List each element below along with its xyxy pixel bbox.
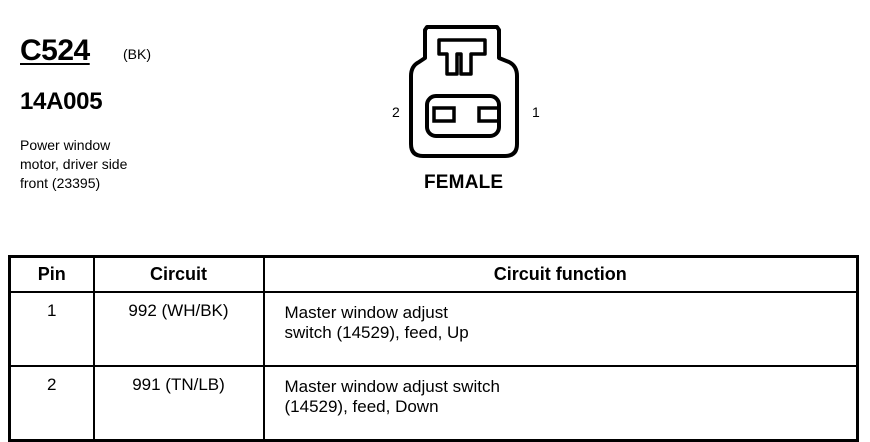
circuit-code: 991 (TN/LB)	[92, 365, 265, 442]
terminal-cavity	[425, 94, 501, 138]
connector-face-diagram	[409, 25, 519, 158]
description-line: Power window	[20, 137, 111, 153]
description-line: motor, driver side	[20, 156, 128, 172]
function-line: (14529), feed, Down	[284, 397, 439, 416]
connector-description: Power window motor, driver side front (2…	[20, 136, 170, 193]
header-circuit-function: Circuit function	[262, 255, 859, 293]
header-circuit: Circuit	[92, 255, 265, 293]
circuit-function: Master window adjust switch (14529), fee…	[262, 291, 859, 367]
description-line: front (23395)	[20, 175, 101, 191]
pin-number: 2	[8, 365, 95, 442]
part-number: 14A005	[20, 88, 103, 115]
pin-label-2: 2	[392, 104, 400, 120]
locking-tab	[437, 38, 487, 76]
table-row: 2 991 (TN/LB) Master window adjust switc…	[8, 365, 859, 442]
pin-label-1: 1	[532, 104, 540, 120]
circuit-function: Master window adjust switch (14529), fee…	[262, 365, 859, 442]
header-pin: Pin	[8, 255, 95, 293]
table-row: 1 992 (WH/BK) Master window adjust switc…	[8, 291, 859, 367]
pin-table: Pin Circuit Circuit function 1 992 (WH/B…	[8, 255, 859, 442]
function-line: switch (14529), feed, Up	[284, 323, 469, 342]
terminal-pin-1	[477, 106, 501, 123]
function-line: Master window adjust	[284, 303, 448, 322]
circuit-code: 992 (WH/BK)	[92, 291, 265, 367]
connector-housing	[409, 25, 519, 158]
connector-code: C524	[20, 34, 90, 67]
table-header-row: Pin Circuit Circuit function	[8, 255, 859, 293]
function-line: Master window adjust switch	[284, 377, 500, 396]
connector-color: (BK)	[123, 46, 151, 62]
connector-gender: FEMALE	[424, 172, 504, 193]
pin-number: 1	[8, 291, 95, 367]
terminal-pin-2	[432, 106, 456, 123]
